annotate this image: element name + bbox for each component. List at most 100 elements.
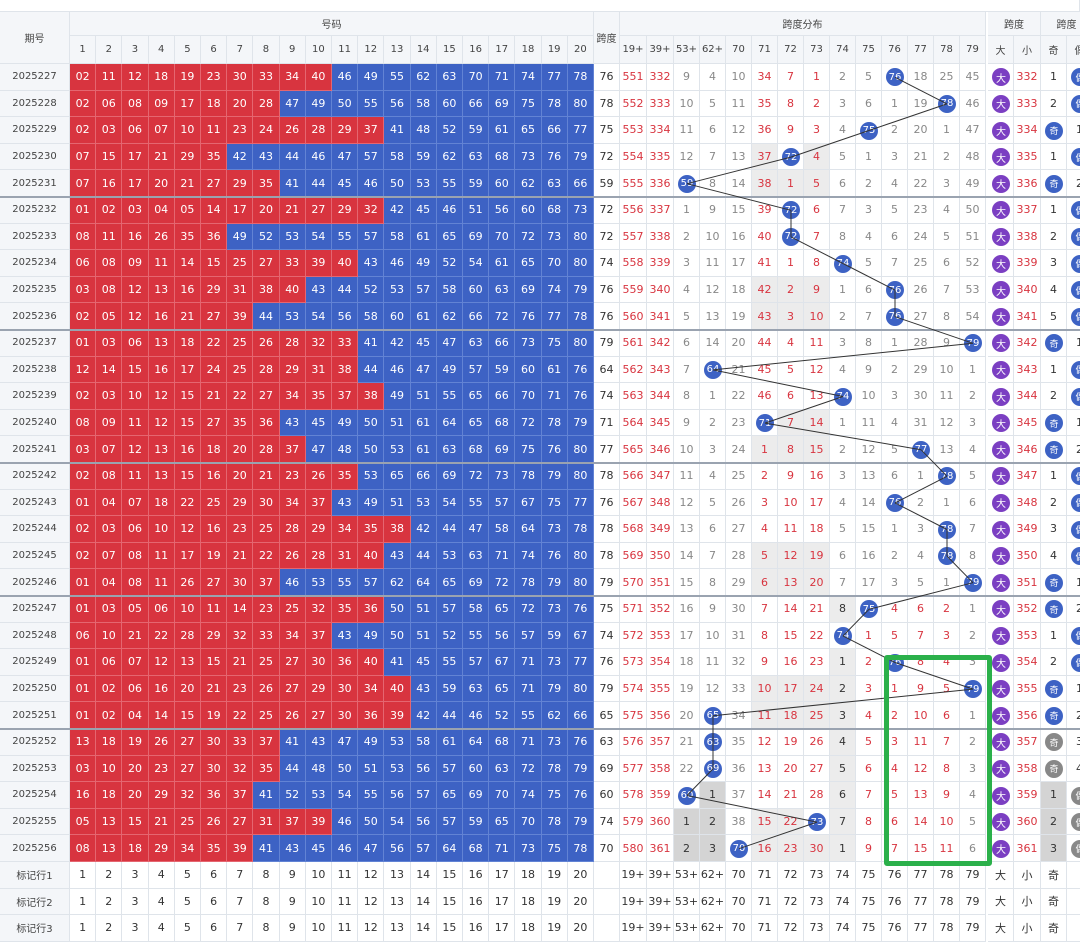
drawn-number: 27 bbox=[174, 729, 201, 756]
drawn-number: 67 bbox=[515, 489, 542, 517]
marker-number: 13 bbox=[384, 888, 411, 916]
drawn-number: 59 bbox=[463, 117, 490, 144]
marker-dist: 39+ bbox=[647, 915, 674, 942]
parity-ball: 偶 bbox=[1071, 786, 1080, 805]
dist-miss-count: 53 bbox=[960, 276, 986, 304]
drawn-number: 18 bbox=[148, 64, 175, 91]
dist-miss-count: 5 bbox=[856, 250, 882, 277]
dist-miss-count: 10 bbox=[726, 64, 752, 91]
drawn-number: 37 bbox=[279, 808, 306, 836]
drawn-number: 36 bbox=[201, 782, 228, 809]
size-cell: 354 bbox=[1014, 649, 1041, 676]
marker-dist: 78 bbox=[934, 862, 960, 889]
drawn-number: 56 bbox=[489, 197, 516, 224]
dist-miss-count: 18 bbox=[908, 64, 934, 91]
drawn-number: 66 bbox=[489, 330, 516, 357]
drawn-number: 57 bbox=[436, 755, 463, 783]
size-ball: 大 bbox=[992, 493, 1010, 512]
drawn-number: 32 bbox=[227, 622, 254, 650]
dist-miss-count: 5 bbox=[778, 356, 804, 384]
drawn-number: 70 bbox=[541, 250, 568, 277]
drawn-number: 05 bbox=[70, 808, 97, 836]
drawn-number: 44 bbox=[332, 276, 359, 304]
dist-miss-count: 27 bbox=[804, 755, 830, 783]
header-dist-col: 70 bbox=[726, 36, 752, 64]
drawn-number: 30 bbox=[227, 569, 254, 596]
parity-cell: 1 bbox=[1067, 330, 1080, 357]
marker-span bbox=[594, 915, 620, 942]
drawn-number: 77 bbox=[567, 489, 594, 517]
dist-miss-count: 7 bbox=[674, 356, 700, 384]
marker-number: 14 bbox=[410, 862, 437, 889]
header-number-col: 20 bbox=[567, 36, 594, 64]
marker-number: 11 bbox=[332, 888, 359, 916]
parity-cell: 2 bbox=[1067, 702, 1080, 729]
drawn-number: 75 bbox=[541, 782, 568, 809]
dist-miss-count: 13 bbox=[752, 755, 778, 783]
drawn-number: 09 bbox=[96, 409, 123, 437]
marker-number: 7 bbox=[227, 888, 254, 916]
span-ball: 72 bbox=[782, 227, 800, 246]
dist-miss-count: 15 bbox=[908, 835, 934, 862]
header-number-col: 17 bbox=[489, 36, 516, 64]
dist-miss-count: 24 bbox=[804, 675, 830, 703]
marker-tail: 小 bbox=[1014, 915, 1041, 942]
drawn-number: 18 bbox=[201, 90, 228, 118]
drawn-number: 38 bbox=[253, 276, 280, 304]
dist-miss-count: 43 bbox=[752, 303, 778, 330]
drawn-number: 47 bbox=[436, 330, 463, 357]
drawn-number: 16 bbox=[96, 170, 123, 197]
dist-miss-count: 1 bbox=[674, 197, 700, 224]
dist-miss-count: 2 bbox=[960, 383, 986, 410]
dist-miss-count: 47 bbox=[960, 117, 986, 144]
dist-miss-count: 335 bbox=[647, 143, 674, 171]
marker-dist: 53+ bbox=[674, 888, 700, 916]
dist-miss-count: 10 bbox=[934, 356, 960, 384]
drawn-number: 35 bbox=[358, 516, 385, 543]
parity-ball: 偶 bbox=[1071, 547, 1080, 566]
drawn-number: 71 bbox=[489, 542, 516, 570]
dist-miss-count: 16 bbox=[856, 542, 882, 570]
drawn-number: 03 bbox=[70, 276, 97, 304]
size-ball: 大 bbox=[992, 281, 1010, 300]
drawn-number: 49 bbox=[358, 622, 385, 650]
dist-miss-count: 569 bbox=[620, 542, 647, 570]
dist-miss-count: 48 bbox=[960, 143, 986, 171]
drawn-number: 78 bbox=[567, 64, 594, 91]
dist-miss-count: 6 bbox=[934, 250, 960, 277]
drawn-number: 58 bbox=[489, 516, 516, 543]
marker-number: 14 bbox=[410, 888, 437, 916]
drawn-number: 75 bbox=[515, 90, 542, 118]
header-size-col: 小 bbox=[1014, 36, 1041, 64]
dist-miss-count: 36 bbox=[752, 117, 778, 144]
size-ball: 大 bbox=[992, 653, 1010, 672]
size-ball: 大 bbox=[992, 759, 1010, 778]
span-ball: 59 bbox=[678, 174, 696, 193]
marker-number: 2 bbox=[96, 915, 123, 942]
drawn-number: 63 bbox=[541, 170, 568, 197]
dist-miss-count: 20 bbox=[726, 330, 752, 357]
dist-miss-count: 352 bbox=[647, 596, 674, 623]
span-ball: 78 bbox=[938, 547, 956, 566]
dist-miss-count: 340 bbox=[647, 276, 674, 304]
dist-miss-count: 18 bbox=[674, 649, 700, 676]
drawn-number: 13 bbox=[174, 649, 201, 676]
dist-miss-count: 3 bbox=[830, 463, 856, 490]
size-ball: 大 bbox=[992, 573, 1010, 592]
drawn-number: 78 bbox=[515, 463, 542, 490]
drawn-number: 56 bbox=[410, 808, 437, 836]
dist-miss-count: 3 bbox=[882, 383, 908, 410]
dist-miss-count: 7 bbox=[830, 197, 856, 224]
span-value: 72 bbox=[594, 223, 620, 251]
drawn-number: 44 bbox=[410, 542, 437, 570]
dist-miss-count: 50 bbox=[960, 197, 986, 224]
marker-dist: 19+ bbox=[620, 915, 647, 942]
drawn-number: 69 bbox=[463, 782, 490, 809]
drawn-number: 15 bbox=[122, 356, 149, 384]
dist-miss-count: 3 bbox=[830, 702, 856, 729]
drawn-number: 10 bbox=[148, 516, 175, 543]
dist-miss-count: 7 bbox=[934, 276, 960, 304]
drawn-number: 22 bbox=[227, 702, 254, 729]
drawn-number: 49 bbox=[358, 489, 385, 517]
drawn-number: 18 bbox=[96, 782, 123, 809]
